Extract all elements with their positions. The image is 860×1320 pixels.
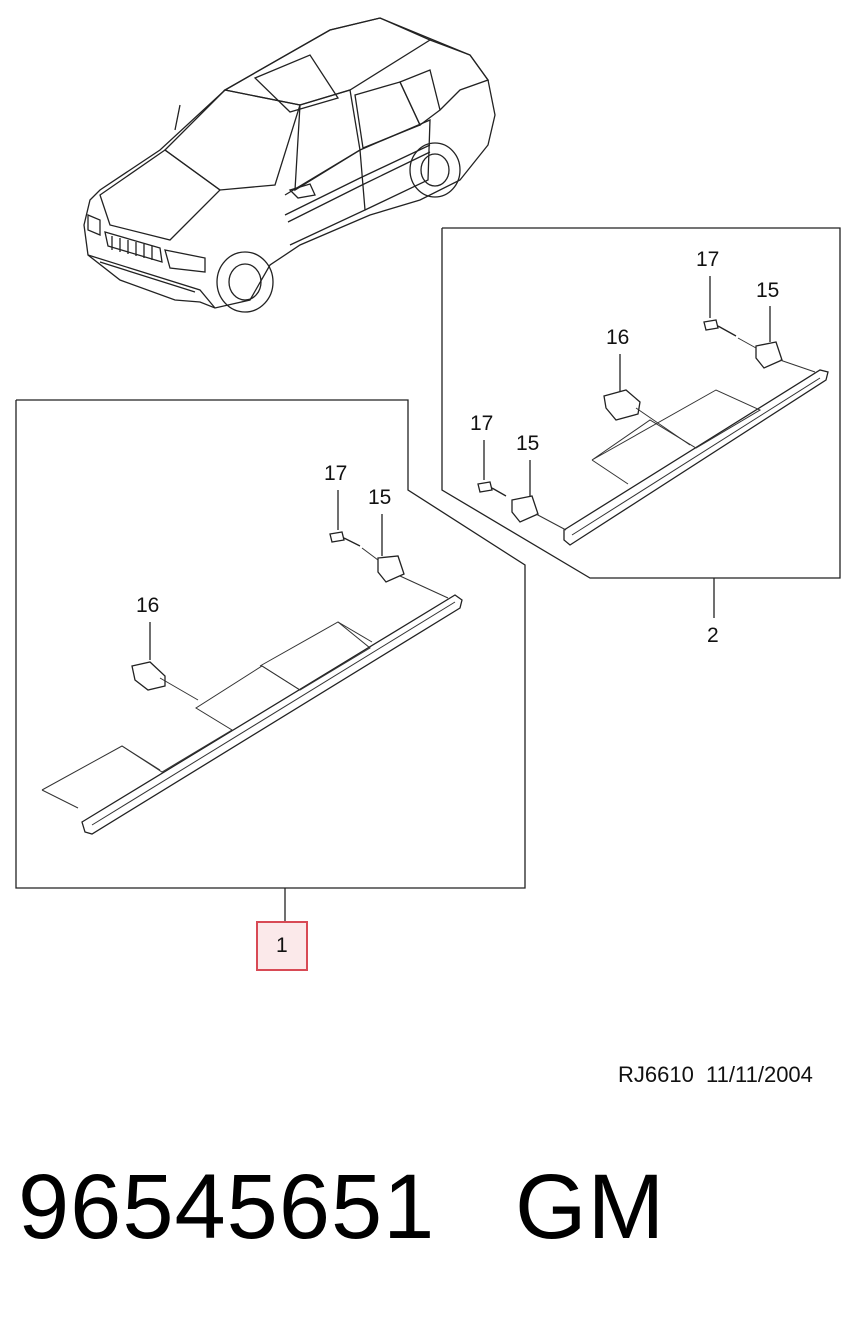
molding-strip-left xyxy=(41,490,463,835)
callout-16: 16 xyxy=(136,594,159,617)
callout-1: 1 xyxy=(276,934,288,957)
group-2-frame xyxy=(441,227,841,618)
molding-strip-right xyxy=(477,276,829,546)
callout-15: 15 xyxy=(516,432,539,455)
diagram-reference: RJ6610 11/11/2004 xyxy=(618,1062,813,1087)
callout-2: 2 xyxy=(707,624,719,647)
group-1-frame xyxy=(15,399,526,971)
callout-17: 17 xyxy=(324,462,347,485)
selected-callout-box[interactable] xyxy=(256,921,308,971)
callout-17: 17 xyxy=(470,412,493,435)
callout-17: 17 xyxy=(696,248,719,271)
brand-name: GM xyxy=(515,1156,666,1258)
callout-15: 15 xyxy=(368,486,391,509)
car-illustration xyxy=(83,17,496,313)
part-number-line: 96545651 GM xyxy=(18,1155,665,1260)
callout-15: 15 xyxy=(756,279,779,302)
callout-16: 16 xyxy=(606,326,629,349)
part-number: 96545651 xyxy=(18,1156,436,1258)
